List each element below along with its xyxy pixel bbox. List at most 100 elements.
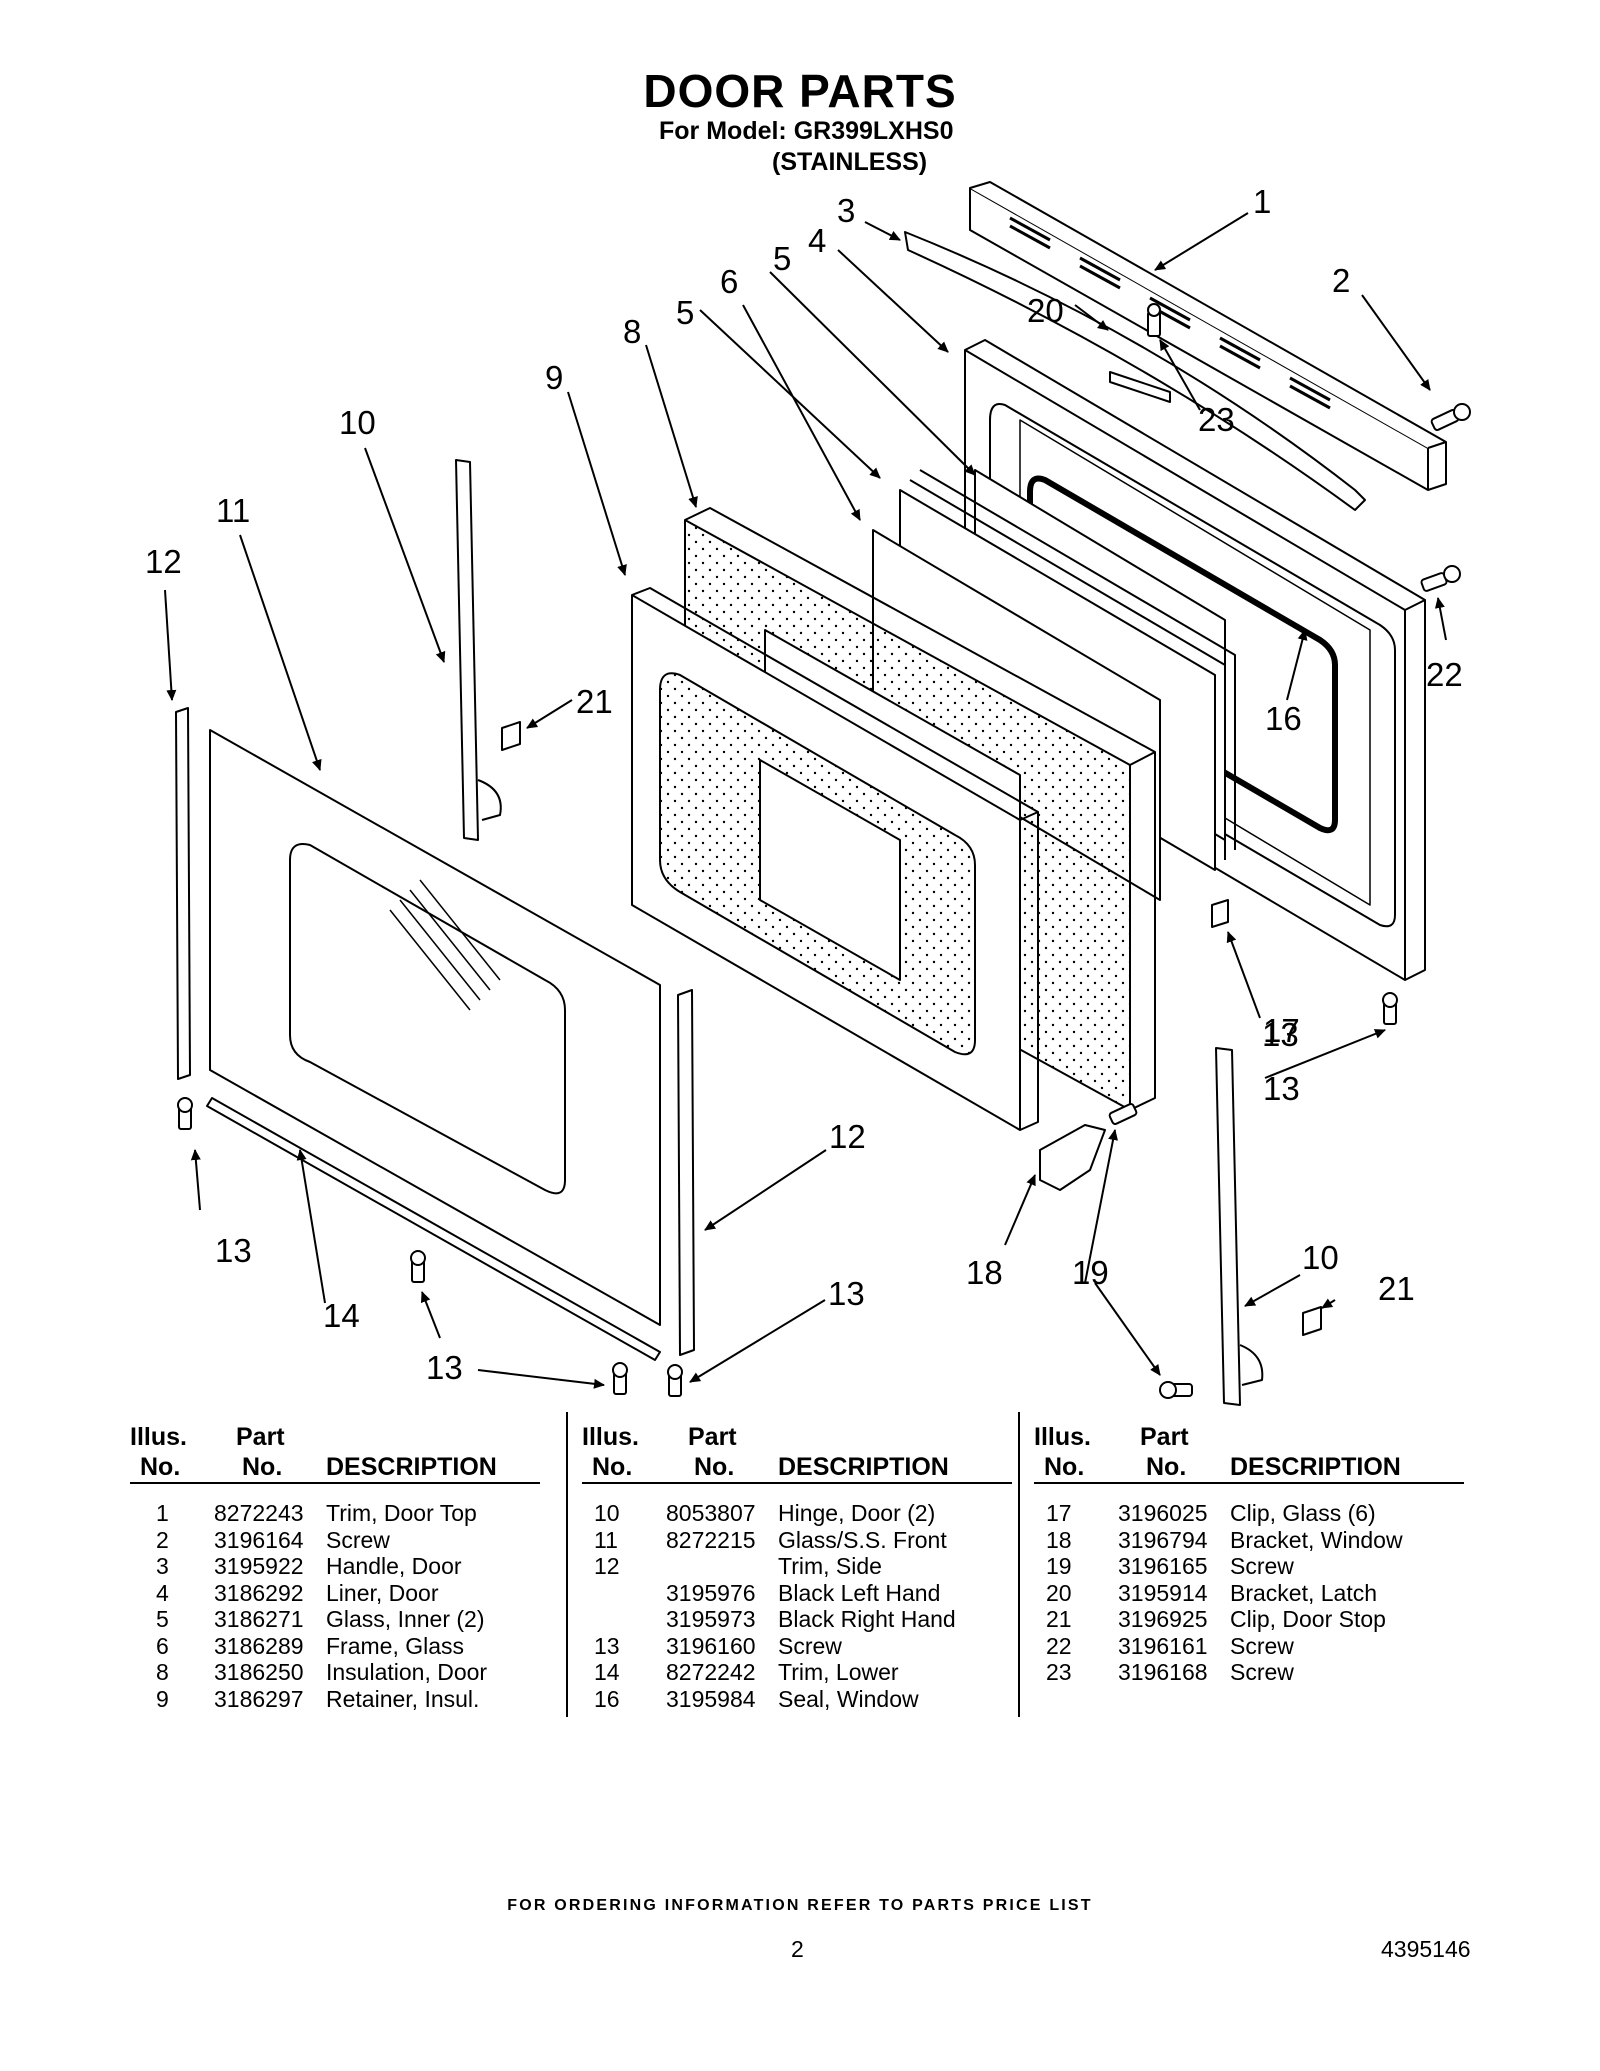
- callout-13e: 13: [1263, 1070, 1300, 1107]
- header-part-top: Part: [1140, 1423, 1189, 1451]
- insulation-retainer-part: [631, 587, 1039, 1131]
- callout-17: 17: [1263, 1012, 1300, 1049]
- header-illus-bottom: No.: [140, 1453, 181, 1481]
- callout-19: 19: [1072, 1254, 1109, 1291]
- callout-10b: 10: [1302, 1239, 1339, 1276]
- header-illus-top: Illus.: [582, 1423, 639, 1451]
- header-illus-bottom: No.: [1044, 1453, 1085, 1481]
- front-glass-part: [209, 729, 661, 1326]
- door-stop-clip-upper-part: [501, 721, 521, 751]
- side-trim-right-part: [677, 989, 695, 1356]
- model-line: For Model: GR399LXHS0: [659, 117, 954, 145]
- callout-13b: 13: [426, 1349, 463, 1386]
- callout-11: 11: [216, 492, 250, 529]
- callout-2: 2: [1332, 262, 1350, 299]
- header-description: DESCRIPTION: [778, 1453, 949, 1481]
- callout-12a: 12: [145, 543, 182, 580]
- column-divider: [566, 1412, 568, 1717]
- screw-2-part: [1430, 403, 1471, 431]
- latch-bracket-part: [1109, 371, 1171, 403]
- callout-8: 8: [623, 313, 641, 350]
- callout-12b: 12: [829, 1118, 866, 1155]
- screw-22-part: [1420, 565, 1461, 592]
- header-description: DESCRIPTION: [326, 1453, 497, 1481]
- header-illus-top: Illus.: [130, 1423, 187, 1451]
- document-number: 4395146: [1381, 1936, 1471, 1962]
- callout-21b: 21: [1378, 1270, 1415, 1307]
- screw-23-part: [1147, 303, 1161, 337]
- table-header: Illus. No. Part No. DESCRIPTION: [1034, 1412, 1464, 1484]
- callout-1: 1: [1253, 183, 1271, 220]
- lower-trim-part: [206, 1097, 661, 1361]
- callout-23: 23: [1198, 401, 1235, 438]
- window-seal-part: [1027, 475, 1338, 834]
- callout-13a: 13: [215, 1232, 252, 1269]
- column-divider: [1018, 1412, 1020, 1717]
- callout-13c: 13: [828, 1275, 865, 1312]
- screw-13-parts: [177, 992, 1398, 1397]
- callout-6: 6: [720, 263, 738, 300]
- exploded-door-diagram: 1 2 3 4 5 5 6 8 9 10 10 11 12 12 13 13 1…: [145, 181, 1471, 1406]
- callout-5b: 5: [676, 294, 694, 331]
- header-part-top: Part: [236, 1423, 285, 1451]
- table-header: Illus. No. Part No. DESCRIPTION: [130, 1412, 540, 1484]
- page-title: DOOR PARTS: [643, 65, 957, 117]
- callout-4: 4: [808, 222, 826, 259]
- side-trim-left-part: [175, 707, 191, 1080]
- callout-18: 18: [966, 1254, 1003, 1291]
- callout-10a: 10: [339, 404, 376, 441]
- window-bracket-part: [1039, 1124, 1106, 1191]
- ordering-note: FOR ORDERING INFORMATION REFER TO PARTS …: [507, 1897, 1093, 1914]
- header-illus-bottom: No.: [592, 1453, 633, 1481]
- screw-19-part: [1108, 1103, 1193, 1399]
- callout-16: 16: [1265, 700, 1302, 737]
- door-stop-clip-lower-part: [1302, 1306, 1322, 1336]
- header-part-top: Part: [688, 1423, 737, 1451]
- glass-clip-part: [1211, 899, 1229, 928]
- header-part-bottom: No.: [242, 1453, 283, 1481]
- callout-14: 14: [323, 1297, 360, 1334]
- page-number: 2: [791, 1936, 804, 1962]
- callout-numbers: 1 2 3 4 5 5 6 8 9 10 10 11 12 12 13 13 1…: [145, 183, 1463, 1386]
- door-handle-part: [904, 231, 1366, 511]
- callout-20: 20: [1027, 292, 1064, 329]
- hinge-left-part: [455, 459, 502, 841]
- header-part-bottom: No.: [694, 1453, 735, 1481]
- header-illus-top: Illus.: [1034, 1423, 1091, 1451]
- hinge-right-part: [1215, 1047, 1264, 1406]
- header-description: DESCRIPTION: [1230, 1453, 1401, 1481]
- callout-13d: 13: [1262, 1016, 1299, 1053]
- door-top-trim-part: [969, 181, 1447, 491]
- callout-5a: 5: [773, 240, 791, 277]
- callout-22: 22: [1426, 656, 1463, 693]
- table-header: Illus. No. Part No. DESCRIPTION: [582, 1412, 1012, 1484]
- callout-3: 3: [837, 192, 855, 229]
- header-part-bottom: No.: [1146, 1453, 1187, 1481]
